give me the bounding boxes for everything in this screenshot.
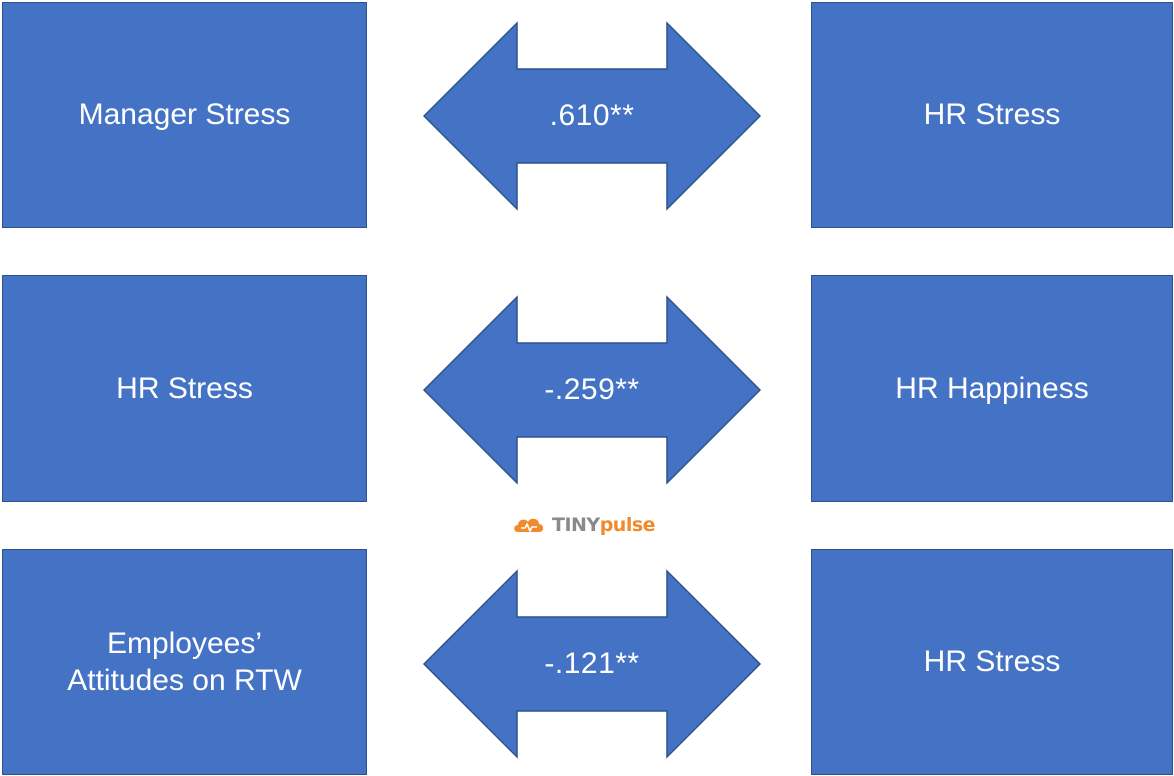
right-box-label: HR Happiness bbox=[895, 371, 1089, 405]
double-arrow-2: -.259** bbox=[422, 295, 762, 485]
left-box-employees-attitudes: Employees’ Attitudes on RTW bbox=[2, 549, 367, 775]
correlation-coefficient: -.121** bbox=[544, 647, 640, 680]
cloud-icon bbox=[514, 518, 544, 532]
right-box-hr-stress: HR Stress bbox=[811, 549, 1173, 775]
left-box-label-line1: Employees’ bbox=[106, 626, 263, 660]
double-arrow-icon bbox=[422, 569, 762, 759]
double-arrow-1: .610** bbox=[422, 21, 762, 211]
logo-text-pulse: pulse bbox=[599, 514, 656, 536]
left-box-hr-stress: HR Stress bbox=[2, 275, 367, 502]
correlation-coefficient: -.259** bbox=[544, 373, 640, 406]
double-arrow-icon bbox=[422, 295, 762, 485]
logo-text-tiny: TINY bbox=[552, 514, 600, 536]
left-box-label: Manager Stress bbox=[78, 98, 291, 132]
double-arrow-3: -.121** bbox=[422, 569, 762, 759]
double-arrow-icon bbox=[422, 21, 762, 211]
left-box-label: HR Stress bbox=[116, 371, 253, 405]
right-box-label: HR Stress bbox=[923, 98, 1061, 132]
right-box-hr-happiness: HR Happiness bbox=[811, 275, 1173, 502]
left-box-manager-stress: Manager Stress bbox=[2, 2, 367, 228]
tinypulse-logo: TINY pulse bbox=[512, 510, 656, 540]
left-box-label: Employees’ Attitudes on RTW bbox=[67, 625, 302, 700]
left-box-label-line2: Attitudes on RTW bbox=[67, 664, 302, 697]
correlation-coefficient: .610** bbox=[549, 99, 635, 132]
right-box-label: HR Stress bbox=[923, 645, 1061, 679]
right-box-hr-stress: HR Stress bbox=[811, 2, 1173, 228]
